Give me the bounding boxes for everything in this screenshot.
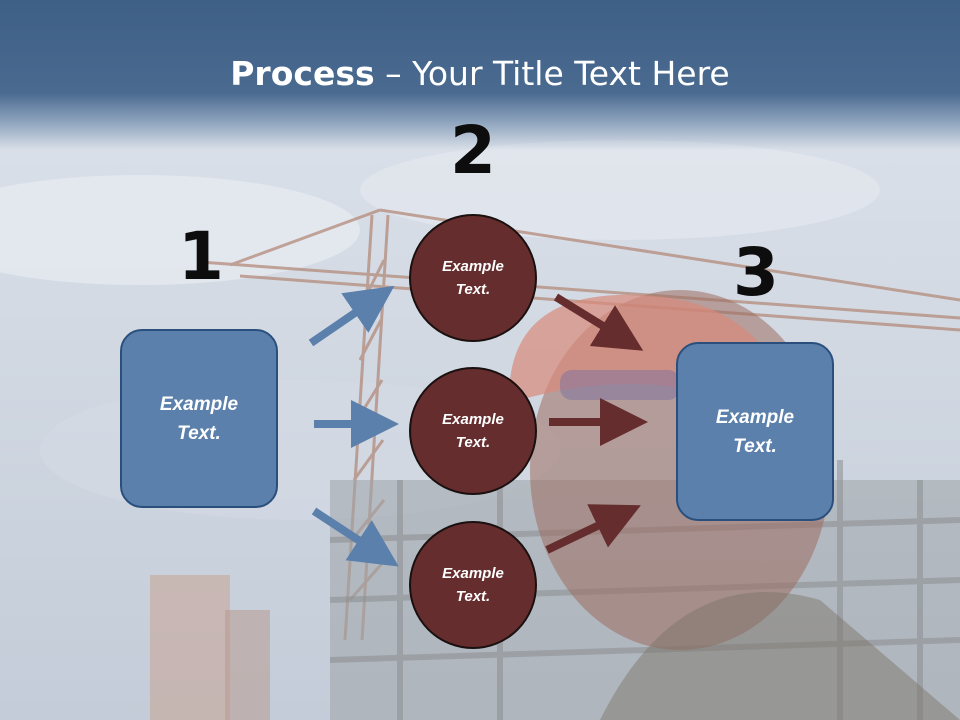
circle-top-line1: Example xyxy=(442,258,504,275)
right-box-line2: Text. xyxy=(733,435,777,457)
circle-top: Example Text. xyxy=(409,214,537,342)
step-number-3: 3 xyxy=(733,234,779,311)
circle-bottom: Example Text. xyxy=(409,521,537,649)
step-number-2: 2 xyxy=(450,112,496,189)
step-number-1: 1 xyxy=(178,218,224,295)
arrow-top-to-3 xyxy=(553,293,644,351)
left-box-line2: Text. xyxy=(177,422,221,444)
arrow-1-to-top xyxy=(308,285,395,347)
circle-bottom-line1: Example xyxy=(442,565,504,582)
arrow-1-to-bottom xyxy=(311,507,399,567)
right-box: Example Text. xyxy=(676,342,834,521)
left-box-line1: Example xyxy=(159,393,239,415)
circle-middle: Example Text. xyxy=(409,367,537,495)
slide-title: Process – Your Title Text Here xyxy=(0,54,960,94)
title-rest: – Your Title Text Here xyxy=(374,54,730,93)
header-band xyxy=(0,0,960,150)
circle-top-line2: Text. xyxy=(455,281,491,298)
title-bold: Process xyxy=(230,54,375,93)
right-box-line1: Example xyxy=(715,406,795,428)
circle-bottom-line2: Text. xyxy=(455,588,491,605)
circle-middle-line1: Example xyxy=(442,411,504,428)
left-box: Example Text. xyxy=(120,329,278,508)
arrow-bottom-to-3 xyxy=(545,504,641,554)
circle-middle-line2: Text. xyxy=(455,434,491,451)
